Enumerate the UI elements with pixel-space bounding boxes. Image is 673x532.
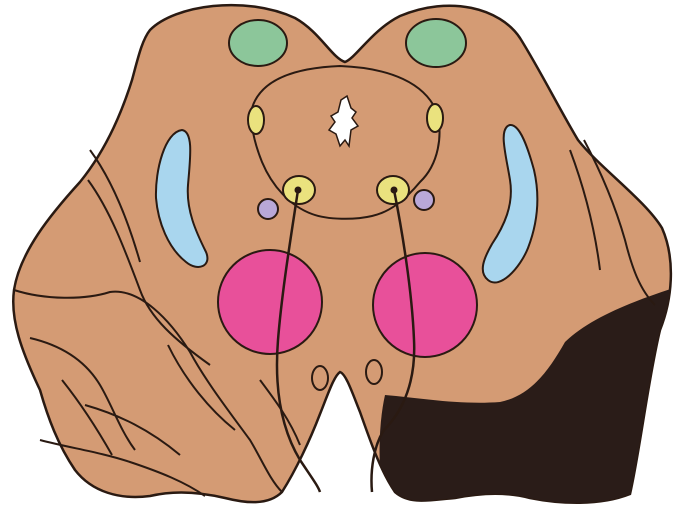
- lilac-nucleus-right: [414, 190, 434, 210]
- pink-nucleus-left: [218, 250, 322, 354]
- yellow-nucleus-upper-left: [248, 106, 264, 134]
- lilac-nucleus-left: [258, 199, 278, 219]
- pink-nucleus-right: [373, 253, 477, 357]
- green-nucleus-right: [406, 19, 466, 67]
- small-oval-right: [366, 360, 382, 384]
- yellow-nucleus-upper-right: [427, 104, 443, 132]
- small-oval-left: [312, 366, 328, 390]
- green-nucleus-left: [229, 20, 287, 66]
